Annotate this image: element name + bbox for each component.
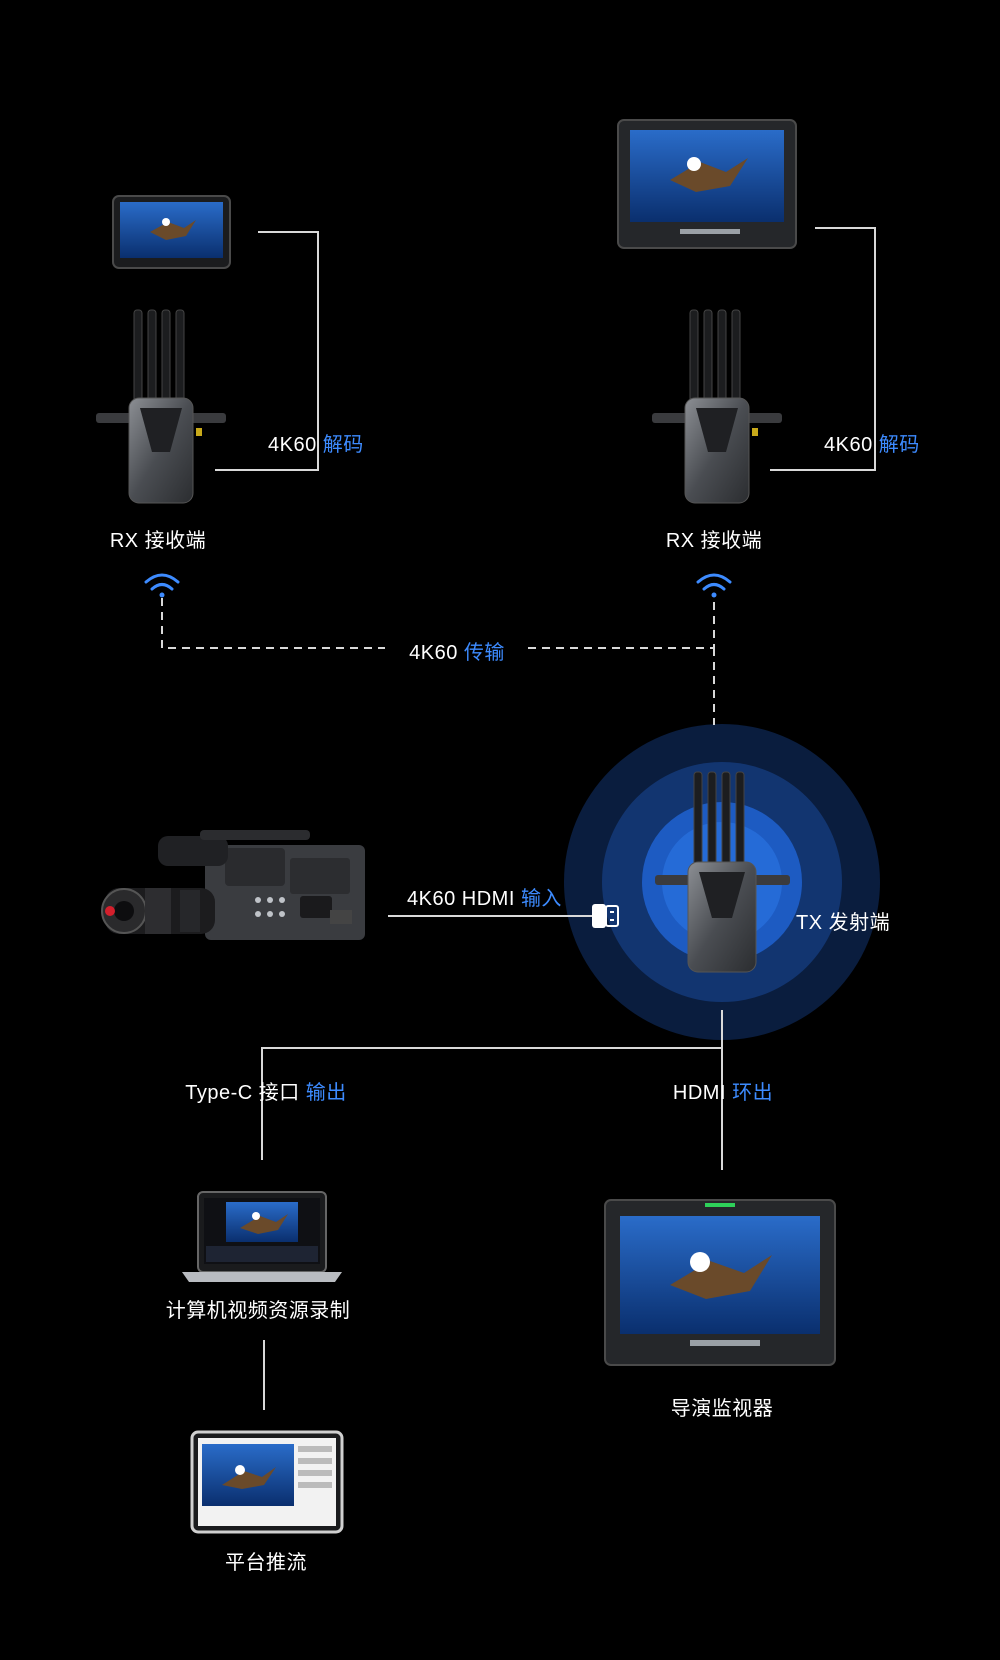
tablet-icon [190,1430,344,1534]
rx-right-decode-label: 4K60 解码 [824,434,920,456]
wifi-icon-right [696,573,732,598]
transmitter-icon [655,771,790,973]
wireless-dashed-lines [161,598,715,725]
hdmi-plug-icon [592,904,619,928]
laptop-icon [182,1191,342,1282]
computer-recording-label: 计算机视频资源录制 [165,1300,351,1322]
monitor-icon-large-top [617,119,797,249]
rx-left-name: RX 接收端 [109,530,207,552]
monitor-icon-small [112,195,231,269]
camera-icon [101,830,365,940]
platform-streaming-label: 平台推流 [225,1552,307,1574]
director-monitor-label: 导演监视器 [670,1398,774,1420]
rx-right-name: RX 接收端 [665,530,763,552]
wifi-icon-left [144,573,180,598]
connector-lines [215,227,876,1410]
tx-name: TX 发射端 [796,912,891,934]
monitor-icon-director [604,1199,836,1366]
hdmi-input-label: 4K60 HDMI 输入 [407,888,562,910]
receiver-icon-right [652,309,782,504]
wireless-transmission-label: 4K60 传输 [409,642,505,664]
hdmi-loop-out-label: HDMI 环出 [672,1082,774,1104]
rx-left-decode-label: 4K60 解码 [268,434,364,456]
typec-output-label: Type-C 接口 输出 [185,1082,347,1104]
receiver-icon-left [96,309,226,504]
